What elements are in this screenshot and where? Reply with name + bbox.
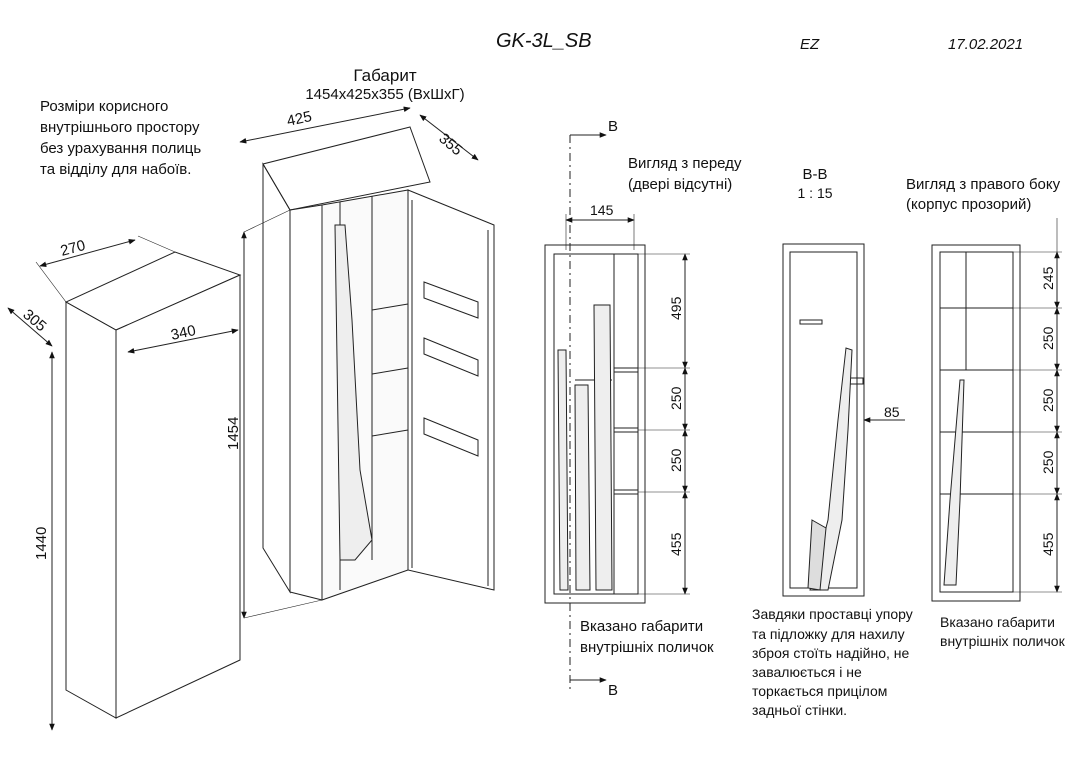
section-mark-bottom: B [608, 682, 619, 699]
drawing-date: 17.02.2021 [948, 36, 1024, 53]
inner-space-caption-2: внутрішнього простору [40, 119, 200, 136]
dim-label-front-shelf-1: 495 [668, 296, 684, 320]
dim-inner-width [39, 238, 136, 268]
side-view-title-1: Вигляд з правого боку [906, 176, 1061, 193]
section-caption-5: торкається прицілом [752, 683, 888, 699]
section-caption-1: Завдяки проставці упору [752, 606, 913, 622]
model-title: GK-3L_SB [496, 30, 592, 52]
dim-label-front-shelf-2: 250 [668, 386, 684, 410]
front-view-title-2: (двері відсутні) [628, 176, 733, 193]
inner-space-block [7, 235, 242, 731]
dim-label-inner-depth-side: 340 [169, 322, 197, 344]
side-caption-2: внутрішніх поличок [940, 633, 1065, 649]
section-view [782, 243, 905, 597]
side-view [931, 218, 1062, 602]
dim-inner-depth [7, 307, 53, 347]
author-initials: EZ [800, 36, 820, 53]
section-caption-4: завалюється і не [752, 664, 862, 680]
safe-isometric [239, 106, 495, 619]
front-caption-2: внутрішніх поличок [580, 639, 714, 656]
inner-space-caption-3: без урахування полиць [40, 140, 202, 157]
section-offset-label: 85 [884, 404, 900, 420]
section-caption-6: задньої стінки. [752, 702, 848, 718]
dim-overall-depth [419, 114, 479, 161]
section-scale: 1 : 15 [797, 185, 833, 201]
front-view-title-1: Вигляд з переду [628, 155, 742, 172]
overall-title: Габарит [353, 66, 417, 85]
dim-label-side-shelf-5: 455 [1040, 532, 1056, 556]
dim-label-side-shelf-2: 250 [1040, 326, 1056, 350]
dim-label-side-shelf-1: 245 [1040, 266, 1056, 290]
dim-label-front-shelf-3: 250 [668, 448, 684, 472]
overall-size: 1454x425x355 (ВхШхГ) [305, 86, 465, 103]
dim-label-inner-height: 1440 [33, 527, 50, 560]
dim-label-side-shelf-3: 250 [1040, 388, 1056, 412]
inner-space-caption-4: та відділу для набоїв. [40, 161, 192, 178]
dim-inner-depth-side [127, 328, 239, 354]
section-caption-3: зброя стоїть надійно, не [752, 645, 910, 661]
inner-space-caption-1: Розміри корисного [40, 98, 169, 115]
section-title: B-B [802, 166, 828, 183]
side-view-title-2: (корпус прозорий) [906, 196, 1032, 213]
front-view [544, 132, 690, 690]
front-caption-1: Вказано габарити [580, 618, 704, 635]
dim-label-overall-depth: 355 [435, 130, 465, 159]
dim-label-front-shelf-4: 455 [668, 532, 684, 556]
dim-overall-width [239, 106, 411, 144]
dim-label-overall-width: 425 [285, 108, 313, 130]
dim-label-inner-width: 270 [59, 237, 88, 260]
dim-label-side-shelf-4: 250 [1040, 450, 1056, 474]
section-mark-top: B [608, 118, 619, 135]
dim-label-inner-depth: 305 [19, 306, 49, 335]
dim-label-overall-height: 1454 [225, 417, 242, 450]
section-caption-2: та підложку для нахилу [752, 626, 905, 642]
front-width-label: 145 [590, 202, 614, 218]
side-caption-1: Вказано габарити [940, 614, 1055, 630]
